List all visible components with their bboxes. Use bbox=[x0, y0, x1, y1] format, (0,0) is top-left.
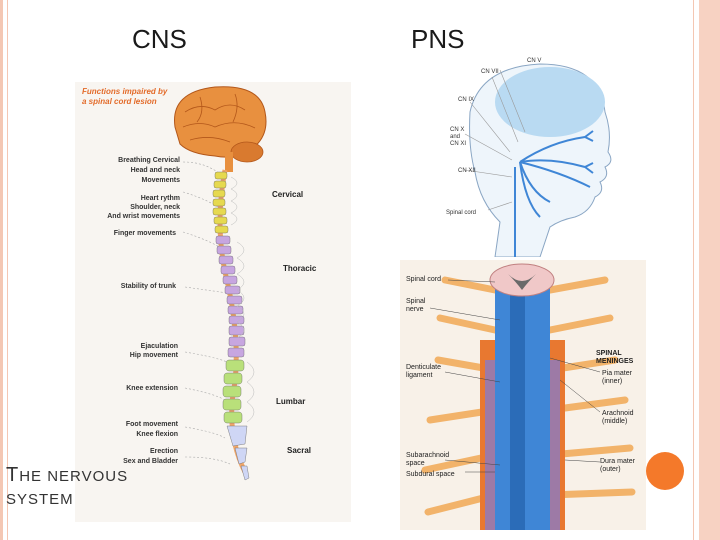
function-label: Hip movement bbox=[129, 352, 178, 359]
region-label-sacral: Sacral bbox=[287, 446, 312, 455]
cns-figure-heading: Functions impaired by a spinal cord lesi… bbox=[82, 87, 212, 107]
function-label: Heart rythm bbox=[140, 195, 180, 202]
function-label: Finger movements bbox=[113, 230, 176, 237]
right-border-line bbox=[693, 0, 694, 540]
function-label: Foot movement bbox=[125, 421, 178, 428]
cord-label: Subdural space bbox=[406, 471, 455, 478]
cord-label: Dura mater bbox=[600, 458, 636, 465]
cns-heading: CNS bbox=[132, 24, 187, 54]
pns-cord-illustration bbox=[421, 263, 636, 530]
right-border-stripe bbox=[699, 0, 720, 540]
pns-head-label: CN VII bbox=[481, 69, 499, 75]
slide-title-line2: SYSTEM bbox=[6, 491, 74, 508]
function-label: Shoulder, neck bbox=[130, 204, 180, 211]
function-label: Sex and Bladder bbox=[123, 458, 178, 465]
left-border-line bbox=[7, 0, 8, 540]
cord-label: space bbox=[406, 460, 425, 467]
function-label: Movements bbox=[141, 177, 180, 184]
function-label: Breathing Cervical bbox=[118, 157, 180, 164]
function-label: Erection bbox=[149, 448, 178, 455]
pns-head-label: CN V bbox=[527, 58, 542, 64]
cord-label: Pia mater bbox=[602, 370, 632, 377]
cord-label: Denticulate bbox=[406, 364, 442, 371]
heading-line-1: Functions impaired by bbox=[82, 87, 168, 96]
cord-label: Arachnoid bbox=[602, 410, 634, 417]
cord-label: Spinal cord bbox=[406, 276, 442, 283]
cord-label: (inner) bbox=[602, 378, 623, 385]
pns-head-illustration bbox=[464, 63, 612, 257]
heading-line-2: a spinal cord lesion bbox=[82, 97, 157, 106]
region-label-thoracic: Thoracic bbox=[283, 264, 317, 273]
cord-label: Subarachnoid bbox=[406, 452, 450, 459]
cns-illustration bbox=[174, 86, 267, 481]
left-border-stripe bbox=[0, 0, 3, 540]
pns-head-label: CN XI bbox=[450, 141, 467, 147]
slide-title-initial: T bbox=[6, 464, 20, 486]
pns-head-label: CN X bbox=[450, 127, 465, 133]
pns-head-label: CN IX bbox=[458, 97, 475, 103]
pns-heading: PNS bbox=[411, 24, 465, 54]
slide-title-rest: HE NERVOUS bbox=[19, 468, 129, 485]
cord-label: nerve bbox=[406, 306, 424, 313]
pns-head-label: and bbox=[450, 134, 461, 140]
function-label: And wrist movements bbox=[107, 213, 180, 220]
cord-label: ligament bbox=[406, 372, 433, 379]
function-label: Knee extension bbox=[126, 385, 178, 392]
cord-label: Spinal bbox=[406, 298, 426, 305]
cord-label: MENINGES bbox=[596, 358, 634, 365]
region-label-lumbar: Lumbar bbox=[276, 397, 306, 406]
cord-label: (middle) bbox=[602, 418, 628, 425]
cord-label: (outer) bbox=[600, 466, 621, 473]
slide-title: THE NERVOUS SYSTEM bbox=[6, 464, 128, 508]
pns-head-label: Spinal cord bbox=[446, 210, 477, 216]
region-label-cervical: Cervical bbox=[272, 190, 304, 199]
pns-head-label: CN XII bbox=[458, 168, 476, 174]
accent-circle bbox=[646, 452, 684, 490]
function-label: Head and neck bbox=[130, 167, 180, 174]
function-label: Knee flexion bbox=[136, 431, 178, 438]
function-label: Ejaculation bbox=[140, 343, 178, 350]
function-label: Stability of trunk bbox=[120, 283, 176, 290]
cord-label: SPINAL bbox=[596, 350, 622, 357]
